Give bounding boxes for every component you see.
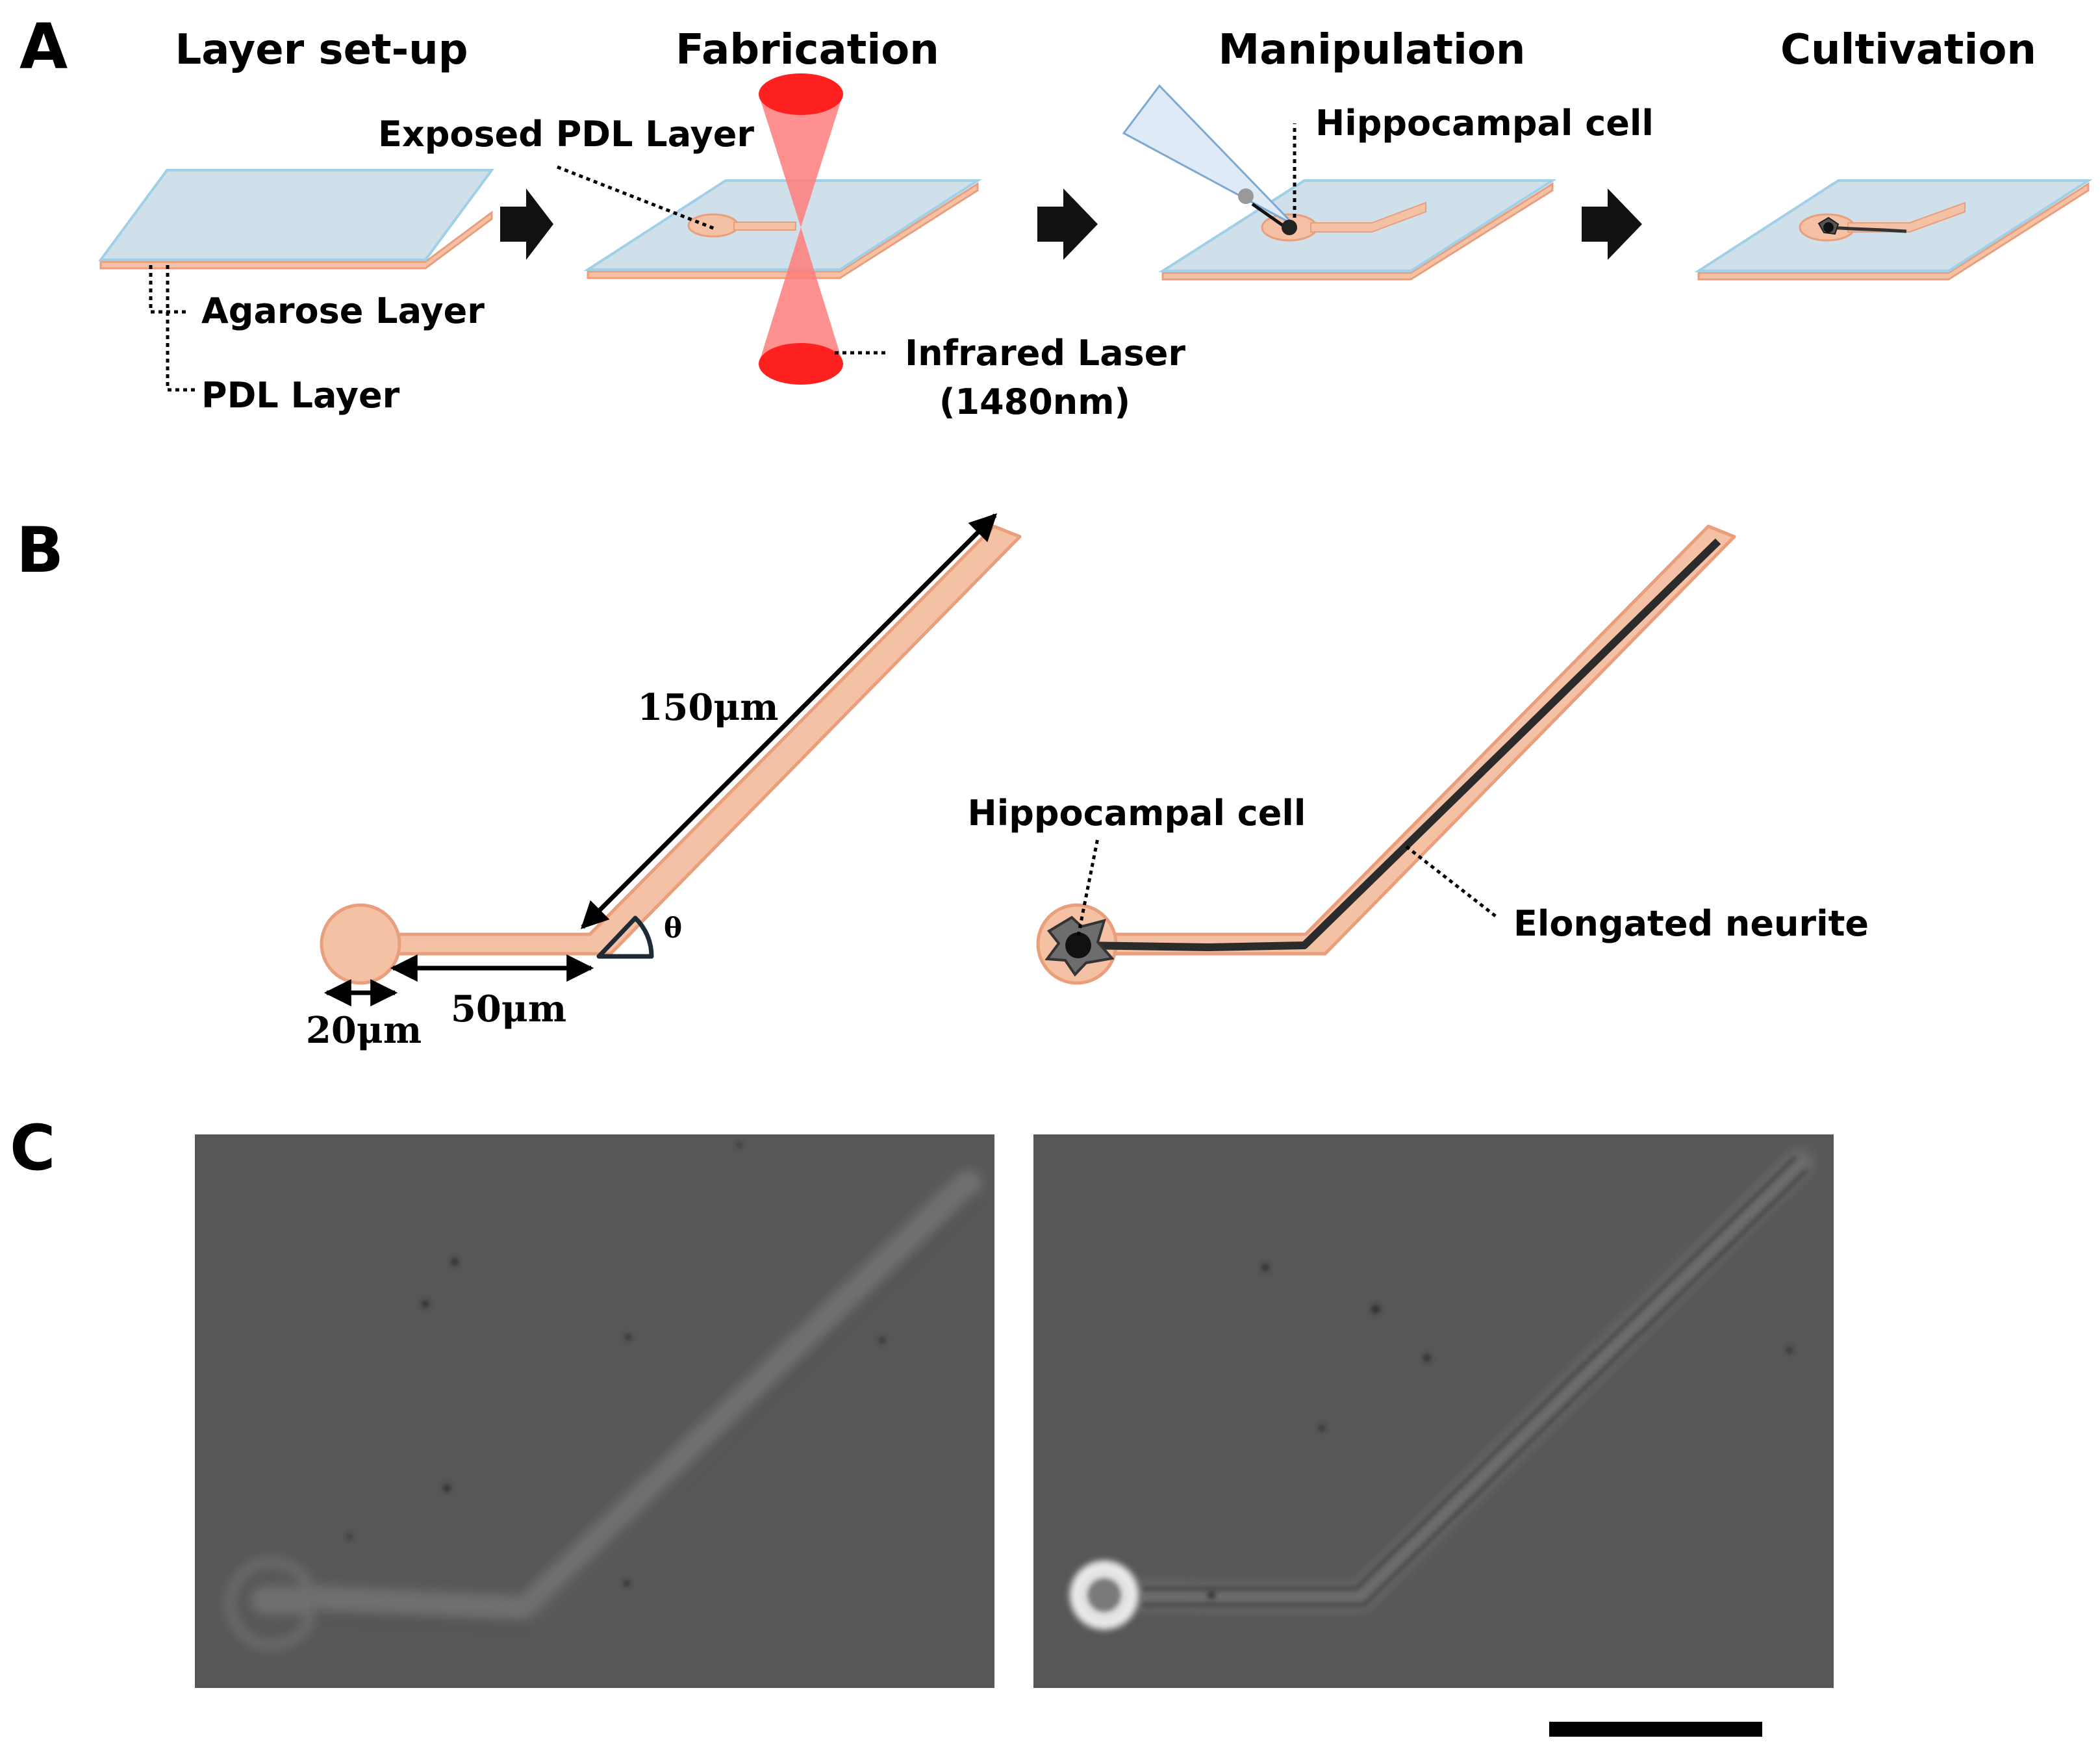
dimension-150-label: 150μm [637, 686, 778, 729]
panel-a: A Layer set-up Fabrication Manipulation … [19, 10, 2093, 422]
agarose-layer-label: Agarose Layer [201, 290, 485, 331]
pdl-layer-label: PDL Layer [201, 375, 400, 416]
title-fabrication: Fabrication [676, 26, 939, 74]
angle-marker [596, 915, 654, 959]
title-layer-setup: Layer set-up [175, 26, 468, 74]
dimension-50-label: 50μm [451, 988, 566, 1030]
substrate-slab-fabrication [583, 179, 982, 279]
micropipette [1122, 84, 1297, 235]
pattern-with-cell [1036, 524, 1736, 985]
agarose-layer-leader [149, 265, 188, 314]
neurite-label: Elongated neurite [1513, 903, 1869, 944]
cell-label: Hippocampal cell [968, 793, 1306, 834]
cell-nucleus [1065, 932, 1091, 958]
dimension-150-arrow [581, 513, 997, 929]
infrared-laser-label: Infrared Laser [905, 333, 1185, 374]
cell-leader [1076, 837, 1100, 936]
step-arrow-2 [1037, 188, 1098, 260]
panel-b: B 150μm 50μm 20μm θ Hippocampal cell [16, 513, 1869, 1052]
step-arrow-1 [500, 188, 553, 260]
panel-c: C [10, 1112, 1834, 1737]
title-cultivation: Cultivation [1780, 26, 2036, 74]
manip-hippocampal-cell-label: Hippocampal cell [1315, 103, 1654, 144]
scale-bar [1549, 1722, 1762, 1737]
panel-c-label: C [10, 1112, 55, 1184]
substrate-slab-manipulation [1158, 179, 1557, 281]
substrate-slab-cultivation [1694, 179, 2093, 281]
dimension-20-label: 20μm [306, 1009, 422, 1052]
substrate-slab-setup [98, 169, 494, 270]
angle-theta-label: θ [664, 912, 682, 944]
panel-a-label: A [19, 10, 68, 83]
panel-b-label: B [16, 514, 64, 587]
neurite-line [1081, 538, 1721, 951]
step-arrow-3 [1582, 188, 1642, 260]
title-manipulation: Manipulation [1219, 26, 1526, 74]
wavelength-label: (1480nm) [939, 381, 1130, 422]
pdl-layer-leader [166, 312, 195, 392]
neurite-leader [1405, 845, 1499, 919]
infrared-laser-beam [759, 73, 843, 385]
micrograph-neuron [1033, 1134, 1834, 1688]
micrograph-pattern [195, 1134, 994, 1688]
exposed-pdl-layer-label: Exposed PDL Layer [378, 114, 754, 155]
exposed-pdl-leader [557, 165, 717, 231]
